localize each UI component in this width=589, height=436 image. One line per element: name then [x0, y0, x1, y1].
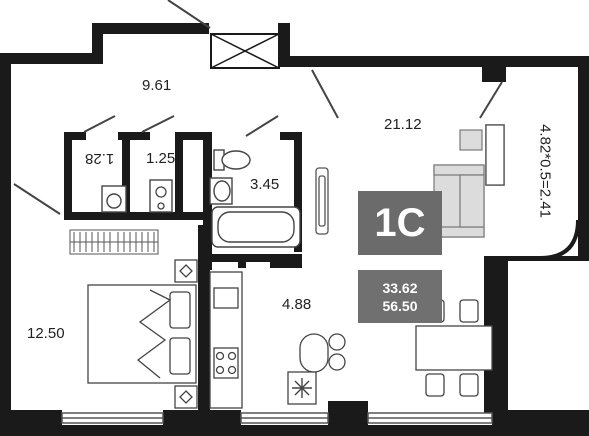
hall-area-label: 9.61	[142, 77, 172, 94]
apartment-area-box: 33.62 56.50	[358, 270, 442, 323]
sink-icon	[209, 177, 233, 205]
bedroom-area-label: 12.50	[27, 325, 65, 342]
balcony-wall	[506, 219, 580, 260]
boiler-icon	[149, 179, 173, 213]
area-total: 33.62	[382, 279, 418, 296]
sofa-icon	[433, 129, 485, 238]
bath-area-label: 3.45	[250, 176, 280, 193]
kitchen-counter	[209, 271, 346, 409]
washing-machine-icon	[101, 185, 127, 213]
snowflake-icon	[292, 378, 312, 398]
bed-icon	[87, 259, 198, 409]
balcony-area-label: 4.82*0.5=2.41	[536, 124, 554, 218]
exterior-walls	[0, 23, 589, 436]
ventilation-shaft	[210, 33, 280, 69]
kitchen-area-label: 4.88	[282, 296, 312, 313]
radiators	[315, 124, 505, 235]
living-area-label: 21.12	[384, 116, 422, 133]
toilet-icon	[213, 149, 251, 171]
closet1-area-label: 1.28	[85, 150, 115, 167]
closet2-area-label: 1.25	[146, 150, 176, 167]
apartment-type-badge: 1С	[358, 191, 442, 255]
interior-walls	[64, 132, 302, 415]
door-lines	[13, 0, 503, 215]
area-with-balcony: 56.50	[382, 297, 418, 314]
bathtub-icon	[211, 206, 301, 248]
wardrobe	[69, 229, 159, 255]
